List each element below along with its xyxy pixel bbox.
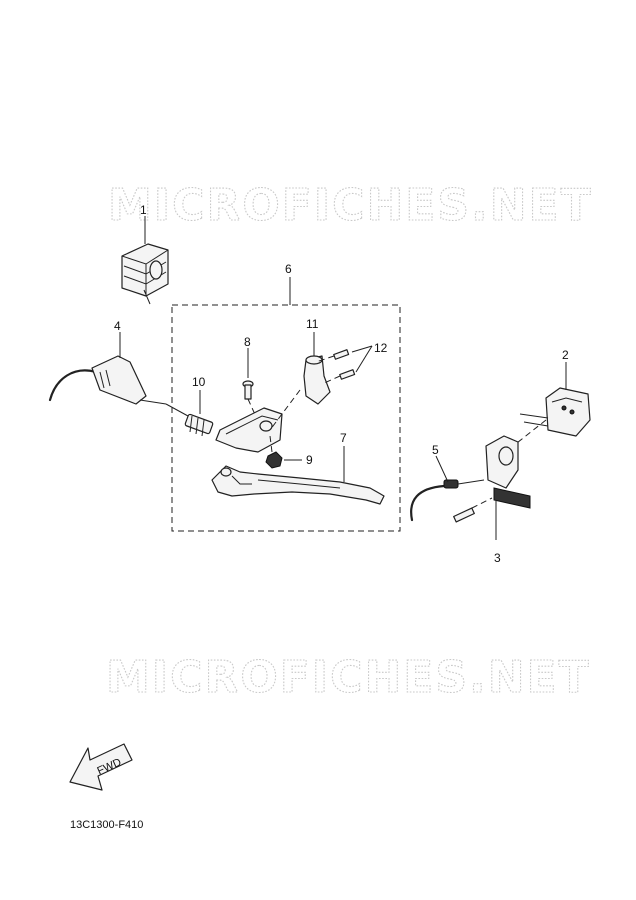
part-6-group-box <box>171 304 401 532</box>
part-1-clamp <box>121 243 169 305</box>
callout-7: 7 <box>340 431 347 445</box>
part-7-lever <box>211 465 385 505</box>
callout-10: 10 <box>192 375 206 389</box>
figure-code: 13C1300-F410 <box>70 819 143 831</box>
callout-1: 1 <box>140 203 147 217</box>
callout-3: 3 <box>494 551 501 565</box>
watermark-top: MICROFICHES.NET <box>108 180 593 231</box>
fwd-arrow-icon: FWD <box>69 743 133 791</box>
part-10-adjuster <box>165 403 214 437</box>
callout-4: 4 <box>114 319 121 333</box>
part-2-switch-housing <box>507 387 591 451</box>
callout-12: 12 <box>374 341 388 355</box>
part-5-cable <box>410 479 493 523</box>
callout-6: 6 <box>285 262 292 276</box>
part-3-switch-body <box>485 435 531 540</box>
lever-bracket <box>215 407 283 453</box>
part-11-holder <box>269 355 331 431</box>
callout-2: 2 <box>562 348 569 362</box>
callout-5: 5 <box>432 443 439 457</box>
callout-9: 9 <box>306 453 313 467</box>
callout-8: 8 <box>244 335 251 349</box>
callout-11: 11 <box>306 317 319 331</box>
part-8-bolt <box>242 380 263 431</box>
part-12-screws <box>315 349 356 385</box>
part-4-cable-boot <box>48 355 167 405</box>
watermark-bottom: MICROFICHES.NET <box>106 652 591 703</box>
part-9-nut <box>265 435 283 469</box>
